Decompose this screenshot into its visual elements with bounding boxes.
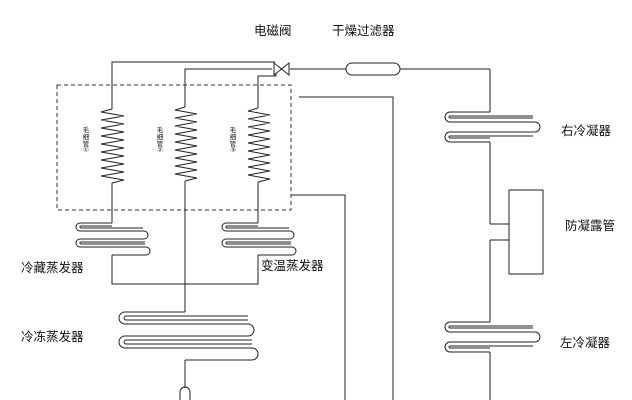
capillary-housing-box xyxy=(56,84,292,211)
solenoid-valve-symbol xyxy=(273,61,290,77)
refrigerating-evaporator-coil xyxy=(75,222,259,285)
refrigerating-evaporator-label: 冷藏蒸发器 xyxy=(21,260,84,275)
capillary-coil-2 xyxy=(174,105,198,312)
capillary-coil-1 xyxy=(100,105,125,223)
anti-condensation-pipe-symbol xyxy=(489,189,544,322)
left-condenser-label: 左冷凝器 xyxy=(560,335,611,350)
left-condenser-coil xyxy=(444,321,541,400)
right-condenser-coil xyxy=(444,111,541,224)
right-side-pipes xyxy=(291,96,394,400)
variable-temp-evaporator-coil xyxy=(221,222,297,256)
variable-temp-evaporator-label: 变温蒸发器 xyxy=(261,258,324,273)
dryer-filter-symbol xyxy=(345,62,401,76)
capillary-coil-3 xyxy=(247,105,271,223)
dryer-filter-label: 干燥过滤器 xyxy=(332,23,395,38)
solenoid-valve-label: 电磁阀 xyxy=(254,23,292,38)
top-pipes xyxy=(111,61,491,112)
freezing-evaporator-coil xyxy=(118,311,259,400)
freezing-evaporator-label: 冷冻蒸发器 xyxy=(21,329,84,344)
right-condenser-label: 右冷凝器 xyxy=(561,123,612,138)
anti-condensation-pipe-label: 防凝露管 xyxy=(565,218,616,233)
